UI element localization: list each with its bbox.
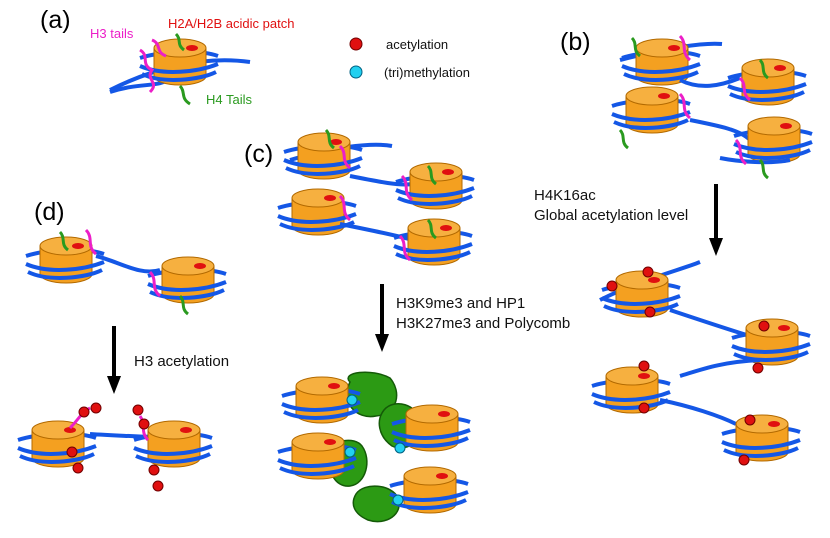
arrow-b-label-2: Global acetylation level <box>534 207 689 224</box>
panel-d-chromatin <box>24 228 228 316</box>
arrow-c-head <box>375 334 389 352</box>
panel-a-nucleosome <box>109 32 251 106</box>
h4-tail <box>174 32 185 52</box>
panel-c-heterochromatin <box>276 371 472 523</box>
panel-b-compact-chromatin <box>610 34 814 180</box>
h4-tails-label: H4 Tails <box>206 92 253 107</box>
acetylation-legend-icon <box>349 37 363 51</box>
h4-tail <box>178 84 191 106</box>
acetylation-legend-label: acetylation <box>386 37 449 52</box>
panel-c-chromatin <box>276 128 476 267</box>
acidic-patch-label: H2A/H2B acidic patch <box>168 16 295 31</box>
arrow-c-label-1: H3K9me3 and HP1 <box>396 295 526 312</box>
arrow-c-label-2: H3K27me3 and Polycomb <box>396 315 571 332</box>
panel-d-open-chromatin <box>16 402 214 492</box>
panel-d-label: (d) <box>34 198 65 226</box>
arrow-b-label-1: H4K16ac <box>534 187 596 204</box>
arrow-b-head <box>709 238 723 256</box>
methylation-legend-label: (tri)methylation <box>384 65 470 80</box>
panel-a-label: (a) <box>40 6 71 34</box>
polycomb-protein <box>352 485 400 523</box>
panel-b-label: (b) <box>560 28 591 56</box>
h3-tail <box>139 48 156 94</box>
h3-tails-label: H3 tails <box>90 26 134 41</box>
panel-c-label: (c) <box>244 140 274 168</box>
methylation-legend-icon <box>349 65 363 79</box>
h3-tail <box>151 38 167 58</box>
arrow-d-head <box>107 376 121 394</box>
panel-b-open-chromatin <box>590 260 812 466</box>
hp1-protein <box>346 371 398 418</box>
arrow-d-label: H3 acetylation <box>134 353 230 370</box>
